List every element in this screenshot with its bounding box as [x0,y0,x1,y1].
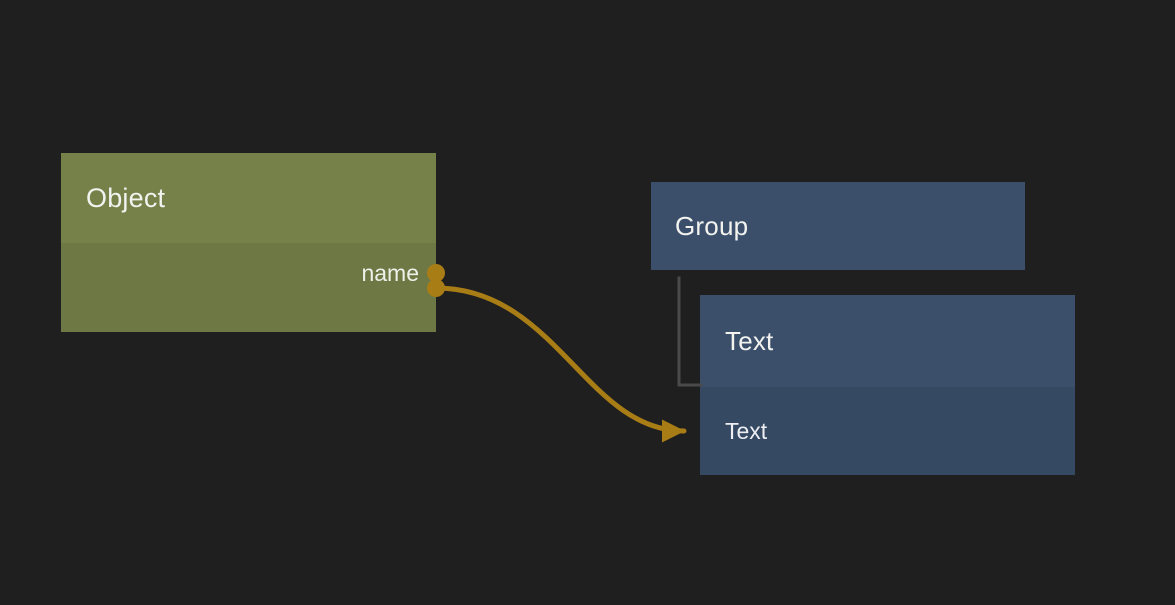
edge-name-to-text[interactable] [433,285,687,443]
field-row-name[interactable]: name [61,243,445,303]
node-text-body: Text [700,387,1075,475]
output-port-dot-icon[interactable] [427,264,445,282]
node-object-body: name [61,243,445,332]
node-group-header[interactable]: Group [651,182,1025,270]
field-label-text: Text [725,417,768,444]
node-text[interactable]: Text Text [700,295,1075,475]
field-row-text[interactable]: Text [725,387,1075,475]
node-object[interactable]: Object name [61,153,445,332]
group-child-bracket [677,276,703,387]
node-text-title: Text [725,325,774,356]
node-text-header[interactable]: Text [700,295,1075,387]
node-group-title: Group [675,210,749,241]
node-group[interactable]: Group [651,182,1025,270]
node-object-header[interactable]: Object [61,153,436,243]
field-label-name: name [361,259,419,286]
node-object-title: Object [86,182,166,213]
